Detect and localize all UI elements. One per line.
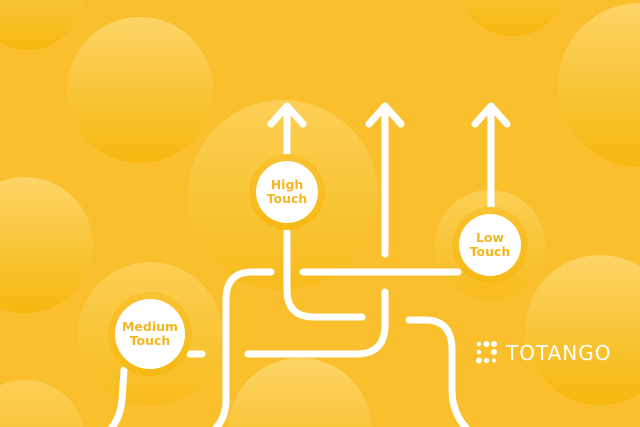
connector-paths (107, 102, 511, 427)
brand-name: TOTANGO (506, 341, 612, 365)
low-touch-node-shape (452, 207, 528, 283)
low-touch-label-line1: Low (475, 229, 505, 245)
medium-touch-label-line2: Touch (129, 333, 171, 348)
totango-logo: TOTANGO (476, 341, 612, 365)
medium-touch-node-shape (108, 292, 192, 376)
high-touch-node-shape (249, 154, 325, 230)
medium-touch-label-line1: Medium (121, 318, 179, 334)
medium-touch-node: Medium Touch (115, 299, 185, 369)
high-touch-label-line1: High (270, 176, 304, 192)
low-touch-node: Low Touch (459, 214, 521, 276)
high-touch-node: High Touch (256, 161, 318, 223)
high-touch-label-line2: Touch (266, 191, 308, 206)
dots-grid-icon (476, 341, 497, 364)
low-touch-label-line2: Touch (469, 244, 511, 259)
